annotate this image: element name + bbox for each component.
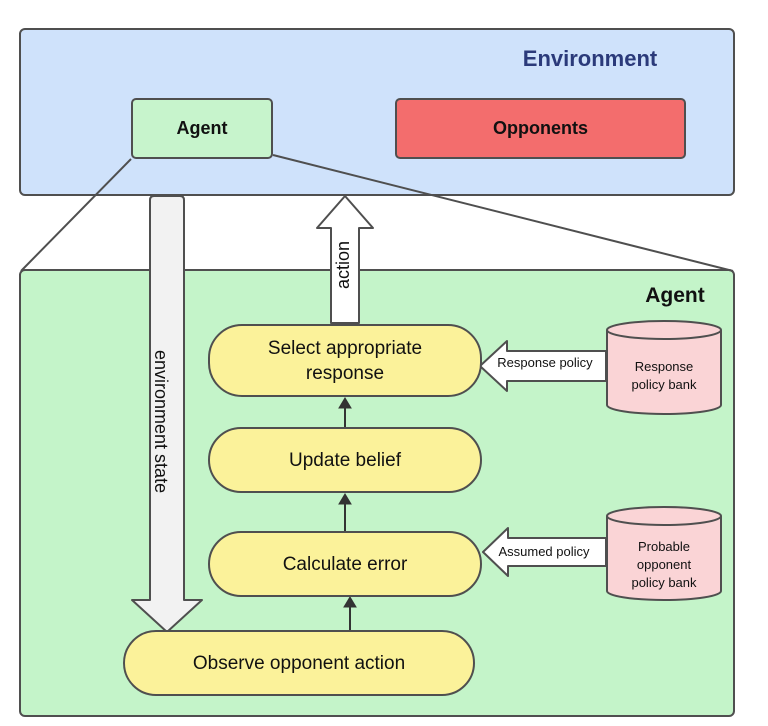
response-policy-arrow bbox=[479, 340, 607, 392]
response-policy-label: Response policy bbox=[497, 355, 593, 370]
environment-state-label-wrap: environment state bbox=[150, 322, 180, 522]
step-select-response-label: Select appropriate response bbox=[267, 337, 423, 384]
assumed-policy-label: Assumed policy bbox=[498, 544, 590, 559]
action-arrow bbox=[316, 195, 374, 324]
opponent-policy-bank-text: Probable opponent policy bank bbox=[631, 539, 697, 590]
flow-arrow-observe-to-calc bbox=[343, 596, 357, 630]
step-update-belief: Update belief bbox=[208, 427, 482, 493]
step-observe-opponent-action-label: Observe opponent action bbox=[192, 652, 406, 674]
assumed-policy-arrow bbox=[482, 527, 607, 577]
zoom-line-left bbox=[20, 158, 132, 272]
response-policy-bank-text: Response policy bank bbox=[631, 359, 697, 392]
step-observe-opponent-action: Observe opponent action bbox=[123, 630, 475, 696]
flow-arrow-update-to-select bbox=[338, 397, 352, 427]
step-update-belief-label: Update belief bbox=[289, 449, 401, 471]
agent-panel-title: Agent bbox=[645, 284, 705, 307]
response-policy-bank-cylinder bbox=[606, 320, 722, 415]
environment-state-label: environment state bbox=[151, 350, 171, 494]
action-label-wrap: action bbox=[328, 225, 358, 305]
step-select-response: Select appropriate response bbox=[208, 324, 482, 397]
opponent-policy-bank-cylinder bbox=[606, 506, 722, 601]
flow-arrow-calc-to-update bbox=[338, 493, 352, 531]
step-calculate-error-label: Calculate error bbox=[282, 553, 408, 575]
response-policy-bank-label: Response policy bank bbox=[606, 358, 722, 394]
environment-title: Environment bbox=[522, 46, 658, 71]
zoom-line-right bbox=[272, 154, 734, 272]
opponent-policy-bank-label: Probable opponent policy bank bbox=[606, 538, 722, 592]
action-label: action bbox=[332, 240, 353, 290]
agent-node: Agent bbox=[131, 98, 273, 159]
step-calculate-error: Calculate error bbox=[208, 531, 482, 597]
opponents-node: Opponents bbox=[395, 98, 686, 159]
environment-state-arrow bbox=[131, 195, 203, 633]
